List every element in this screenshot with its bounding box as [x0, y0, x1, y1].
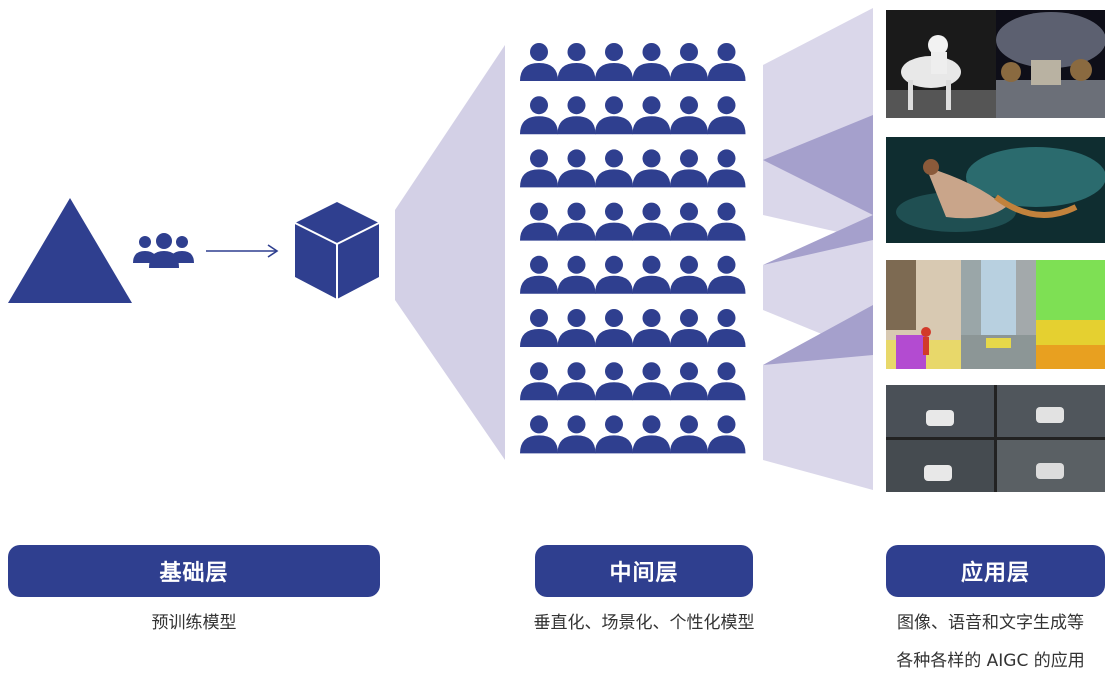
- person-icon: [520, 43, 558, 81]
- application-caption-line-1: 图像、语音和文字生成等: [897, 613, 1084, 633]
- base-layer-caption: 预训练模型: [151, 613, 237, 633]
- person-icon: [520, 202, 558, 241]
- person-icon: [520, 309, 558, 347]
- person-icon: [557, 43, 596, 81]
- astronaut-horse-and-monkeys-image: [886, 10, 1105, 118]
- application-layer-label: 应用层: [886, 545, 1105, 597]
- person-icon: [670, 202, 708, 241]
- person-icon: [557, 309, 596, 347]
- people-grid: [520, 43, 746, 454]
- person-icon: [632, 309, 671, 347]
- middle-layer-caption: 垂直化、场景化、个性化模型: [533, 613, 755, 633]
- fan-to-application-layer: [763, 8, 873, 490]
- person-icon: [632, 415, 671, 454]
- person-icon: [595, 415, 633, 454]
- person-icon: [670, 309, 708, 347]
- person-icon: [557, 149, 596, 188]
- arrow-right-icon: [206, 244, 279, 258]
- person-icon: [595, 202, 633, 241]
- fan-to-middle-layer: [395, 45, 505, 460]
- person-icon: [670, 43, 708, 81]
- person-icon: [670, 362, 708, 401]
- application-caption-line-2: 各种各样的 AIGC 的应用: [896, 651, 1085, 671]
- cube-icon: [294, 202, 380, 299]
- person-icon: [557, 255, 596, 294]
- person-icon: [595, 309, 633, 347]
- person-icon: [632, 255, 671, 294]
- driving-scene-grid-image: [886, 385, 1105, 492]
- middle-layer-title: 中间层: [609, 561, 679, 586]
- street-segmentation-depth-image: [886, 260, 1105, 369]
- person-icon: [595, 43, 633, 81]
- person-icon: [632, 43, 671, 81]
- person-icon: [707, 202, 746, 241]
- middle-layer-label: 中间层: [535, 545, 753, 597]
- person-icon: [557, 202, 596, 241]
- application-layer-caption: 图像、语音和文字生成等 各种各样的 AIGC 的应用: [876, 604, 1105, 680]
- application-layer-title: 应用层: [960, 561, 1030, 586]
- person-icon: [707, 255, 746, 294]
- person-icon: [707, 43, 746, 81]
- person-icon: [632, 202, 671, 241]
- underwater-mermaid-image: [886, 137, 1105, 243]
- person-icon: [707, 96, 746, 135]
- person-icon: [520, 362, 558, 401]
- person-icon: [557, 415, 596, 454]
- person-icon: [595, 96, 633, 135]
- person-icon: [595, 362, 633, 401]
- users-group-icon: [133, 233, 194, 268]
- person-icon: [595, 255, 633, 294]
- person-icon: [632, 96, 671, 135]
- person-icon: [632, 362, 671, 401]
- person-icon: [520, 415, 558, 454]
- person-icon: [670, 255, 708, 294]
- person-icon: [670, 149, 708, 188]
- person-icon: [670, 96, 708, 135]
- base-layer-title: 基础层: [159, 561, 229, 586]
- person-icon: [557, 362, 596, 401]
- person-icon: [595, 149, 633, 188]
- person-icon: [520, 255, 558, 294]
- person-icon: [707, 362, 746, 401]
- triangle-icon: [8, 198, 132, 303]
- base-layer-label: 基础层: [8, 545, 380, 597]
- person-icon: [520, 149, 558, 188]
- person-icon: [520, 96, 558, 135]
- person-icon: [632, 149, 671, 188]
- person-icon: [670, 415, 708, 454]
- person-icon: [707, 149, 746, 188]
- person-icon: [707, 415, 746, 454]
- person-icon: [557, 96, 596, 135]
- person-icon: [707, 309, 746, 347]
